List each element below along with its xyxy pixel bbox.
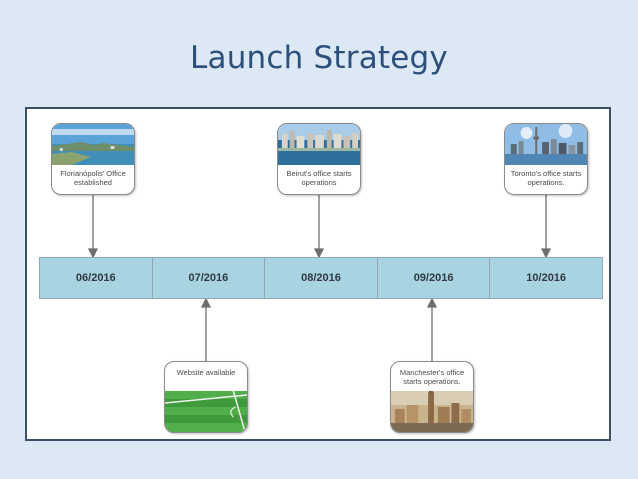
toronto-skyline-photo (505, 124, 587, 165)
period-10-2016: 10/2016 (490, 258, 602, 298)
milestone-beirut: Beirut's office starts operations (277, 123, 361, 195)
page-title: Launch Strategy (190, 40, 448, 76)
milestone-florianopolis: Florianópolis' Office established (51, 123, 135, 195)
timeline-band: 06/2016 07/2016 08/2016 09/2016 10/2016 (39, 257, 603, 299)
coastal-city-photo (52, 124, 134, 165)
soccer-field-photo (165, 391, 247, 432)
period-07-2016: 07/2016 (152, 258, 266, 298)
milestone-caption: Beirut's office starts operations (286, 169, 352, 187)
city-skyline-photo (278, 124, 360, 165)
period-09-2016: 09/2016 (377, 258, 491, 298)
milestone-caption: Website available (176, 368, 236, 377)
milestone-manchester: Manchester's office starts operations. (390, 361, 474, 433)
arrowhead-florianopolis (87, 248, 99, 259)
historic-city-photo (391, 391, 473, 432)
timeline-diagram: 06/2016 07/2016 08/2016 09/2016 10/2016 … (25, 107, 611, 441)
arrowhead-manchester (426, 297, 438, 308)
period-06-2016: 06/2016 (40, 258, 153, 298)
milestone-toronto: Toronto's office starts operations. (504, 123, 588, 195)
milestone-caption: Toronto's office starts operations. (510, 169, 582, 187)
milestone-caption: Manchester's office starts operations. (399, 368, 465, 386)
arrowhead-website (200, 297, 212, 308)
period-08-2016: 08/2016 (265, 258, 378, 298)
connectors (87, 195, 552, 361)
milestone-caption: Florianópolis' Office established (60, 169, 126, 187)
arrowhead-beirut (313, 248, 325, 259)
arrowhead-toronto (540, 248, 552, 259)
milestone-website: Website available (164, 361, 248, 433)
